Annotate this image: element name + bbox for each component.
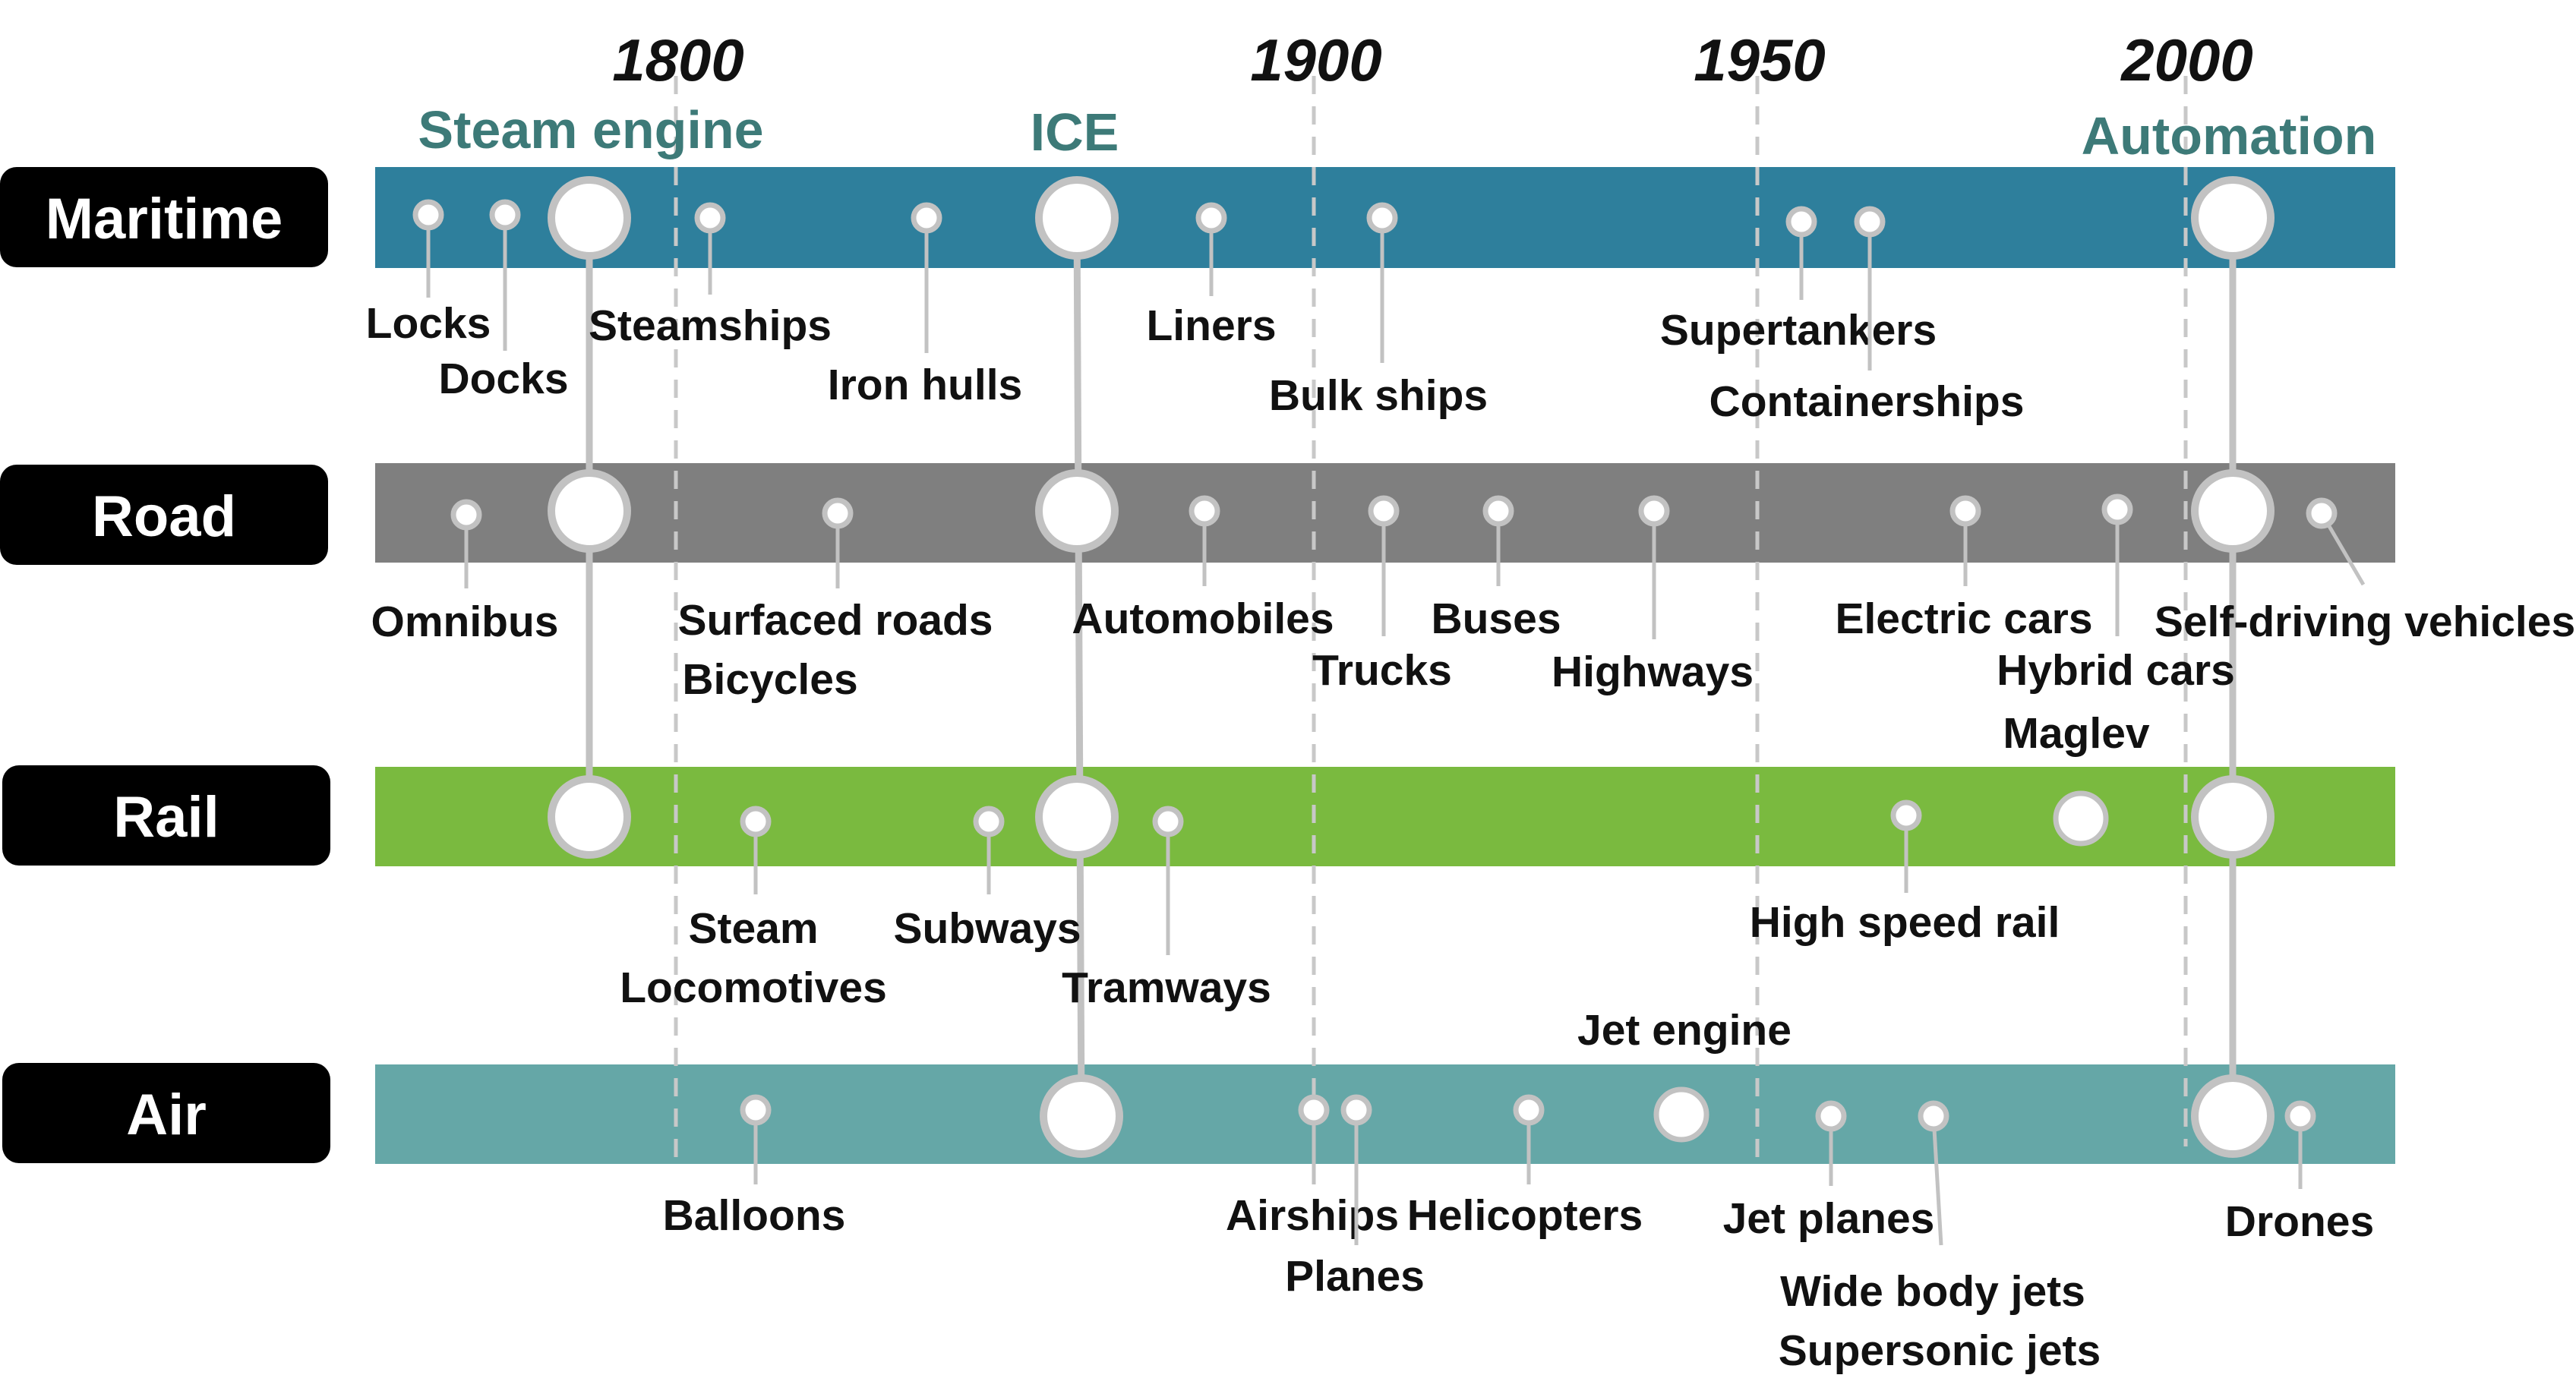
automation-node-road	[2191, 469, 2275, 553]
svg-text:Buses: Buses	[1431, 594, 1561, 643]
svg-text:Locks: Locks	[366, 299, 491, 348]
svg-text:Bulk ships: Bulk ships	[1269, 371, 1488, 420]
event-planes: Planes	[1285, 1094, 1425, 1301]
svg-text:Jet engine: Jet engine	[1577, 1006, 1792, 1055]
mode-label-air: Air	[2, 1063, 330, 1163]
svg-text:Tramways: Tramways	[1062, 963, 1271, 1012]
automation-node-air	[2191, 1074, 2275, 1158]
svg-text:Planes: Planes	[1285, 1252, 1425, 1301]
svg-text:Balloons: Balloons	[663, 1191, 846, 1240]
year-label: 2000	[2120, 27, 2253, 93]
svg-text:Maritime: Maritime	[46, 187, 283, 251]
event-bicycles: Bicycles	[682, 655, 857, 704]
automation-node-rail	[2191, 775, 2275, 859]
svg-text:Hybrid cars: Hybrid cars	[1997, 646, 2235, 695]
svg-text:Wide body jets: Wide body jets	[1780, 1267, 2085, 1316]
svg-text:Road: Road	[92, 484, 236, 549]
technology-label-ice: ICE	[1031, 102, 1119, 162]
ice-node-maritime	[1035, 176, 1119, 260]
svg-text:Liners: Liners	[1146, 301, 1276, 350]
event-locks: Locks	[366, 199, 491, 348]
event-hybrid-cars: Hybrid cars	[1997, 494, 2235, 695]
event-drones: Drones	[2225, 1100, 2374, 1246]
mode-label-road: Road	[0, 465, 328, 565]
event-airships: Airships	[1226, 1094, 1399, 1240]
event-high-speed-rail: High speed rail	[1750, 799, 2060, 947]
svg-text:Steamships: Steamships	[589, 301, 832, 350]
event-steamships: Steamships	[589, 202, 832, 350]
svg-text:Docks: Docks	[438, 355, 568, 403]
svg-text:Steam: Steam	[688, 904, 818, 953]
svg-text:Automobiles: Automobiles	[1072, 594, 1334, 643]
year-label: 1950	[1694, 27, 1826, 93]
svg-text:Locomotives: Locomotives	[620, 963, 887, 1012]
event-containerships: Containerships	[1709, 206, 2025, 426]
steam-engine-node-maritime	[548, 176, 631, 260]
svg-text:Drones: Drones	[2225, 1197, 2374, 1246]
event-helicopters: Helicopters	[1407, 1094, 1643, 1240]
svg-text:Rail: Rail	[113, 785, 219, 850]
year-label: 1800	[612, 27, 744, 93]
svg-text:Supertankers: Supertankers	[1660, 306, 1937, 355]
ice-node-air	[1040, 1074, 1123, 1158]
svg-text:Trucks: Trucks	[1312, 646, 1452, 695]
ice-link	[1073, 217, 1085, 1117]
svg-text:Iron hulls: Iron hulls	[828, 361, 1023, 409]
event-steam-locomotives: Steam Locomotives	[620, 806, 887, 1012]
svg-text:Air: Air	[126, 1083, 207, 1147]
event-maglev: Maglev	[2003, 709, 2150, 847]
year-label: 1900	[1250, 27, 1382, 93]
svg-text:Electric cars: Electric cars	[1835, 594, 2092, 643]
svg-text:Airships: Airships	[1226, 1191, 1399, 1240]
event-highways: Highways	[1552, 495, 1754, 696]
event-omnibus: Omnibus	[371, 499, 559, 646]
event-docks: Docks	[438, 199, 569, 403]
svg-text:Containerships: Containerships	[1709, 377, 2025, 426]
ice-node-rail	[1035, 775, 1119, 859]
svg-text:Highways: Highways	[1552, 648, 1754, 696]
mode-label-rail: Rail	[2, 765, 330, 866]
event-automobiles: Automobiles	[1072, 495, 1334, 643]
event-jet-engine: Jet engine	[1577, 1006, 1792, 1143]
band-air	[375, 1064, 2395, 1164]
svg-text:Surfaced roads: Surfaced roads	[678, 596, 993, 645]
steam-engine-node-rail	[548, 775, 631, 859]
event-bulk-ships: Bulk ships	[1269, 202, 1488, 420]
event-subways: Subways	[893, 806, 1081, 953]
steam-engine-node-road	[548, 469, 631, 553]
svg-text:Jet planes: Jet planes	[1723, 1194, 1935, 1243]
event-electric-cars: Electric cars	[1835, 495, 2093, 643]
technology-label-steam-engine: Steam engine	[418, 100, 763, 159]
ice-node-road	[1035, 469, 1119, 553]
mode-label-maritime: Maritime	[0, 167, 328, 267]
event-buses: Buses	[1431, 495, 1561, 643]
event-balloons: Balloons	[663, 1094, 846, 1240]
automation-node-maritime	[2191, 176, 2275, 260]
event-trucks: Trucks	[1312, 495, 1452, 695]
event-supertankers: Supertankers	[1660, 206, 1937, 355]
event-surfaced-roads: Surfaced roads	[678, 497, 993, 645]
svg-text:Supersonic jets: Supersonic jets	[1779, 1326, 2101, 1375]
event-iron-hulls: Iron hulls	[828, 202, 1023, 409]
event-liners: Liners	[1146, 202, 1277, 350]
technology-label-automation: Automation	[2082, 106, 2377, 166]
svg-text:Helicopters: Helicopters	[1407, 1191, 1643, 1240]
event-jet-planes: Jet planes	[1723, 1100, 1935, 1243]
svg-text:Omnibus: Omnibus	[371, 598, 558, 646]
svg-text:Maglev: Maglev	[2003, 709, 2150, 758]
event-tramways: Tramways	[1062, 806, 1271, 1012]
svg-text:Subways: Subways	[893, 904, 1081, 953]
event-wide-body-supersonic-jets: Wide body jets Supersonic jets	[1779, 1100, 2101, 1375]
svg-text:High speed rail: High speed rail	[1750, 898, 2060, 947]
event-self-driving-vehicles: Self-driving vehicles	[2155, 497, 2575, 646]
svg-text:Self-driving vehicles: Self-driving vehicles	[2155, 598, 2575, 646]
